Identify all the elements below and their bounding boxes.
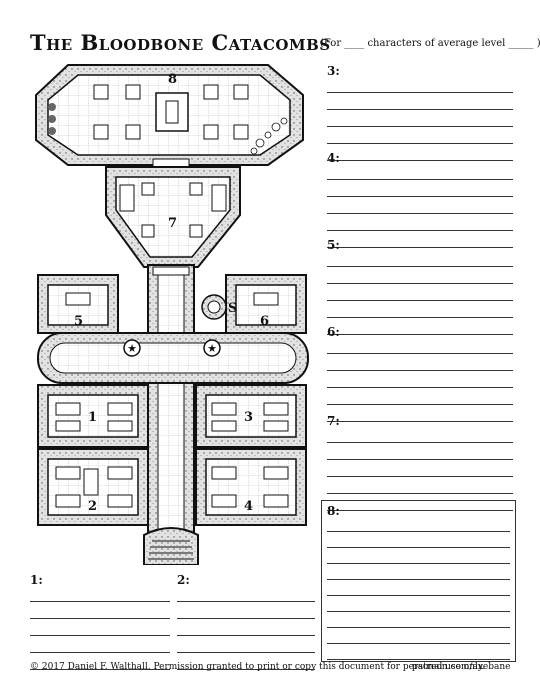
notes-room-6: 6: (327, 325, 513, 422)
patreon-link[interactable]: patreon.com/axebane (412, 662, 511, 672)
room-label-7: 7 (168, 216, 177, 231)
room-label-3: 3 (244, 410, 253, 425)
notes-room-1: 1: (30, 573, 170, 670)
notes-room-5: 5: (327, 238, 513, 335)
room-label-1: 1 (88, 410, 97, 425)
notes-room-8-box: 8: (321, 500, 516, 662)
notes-label-2: 2: (177, 573, 190, 587)
copyright-notice: © 2017 Daniel F. Walthall. Permission gr… (30, 662, 485, 672)
room-label-2: 2 (88, 499, 97, 514)
notes-label-1: 1: (30, 573, 43, 587)
notes-label-3: 3: (327, 64, 340, 78)
svg-text:★: ★ (127, 342, 137, 355)
notes-label-7: 7: (327, 414, 340, 428)
notes-label-5: 5: (327, 238, 340, 252)
dungeon-map: ★ ★ 8 7 5 6 S 1 3 2 4 (35, 64, 309, 565)
notes-room-2: 2: (177, 573, 315, 670)
party-size-note: (For ____ characters of average level __… (320, 38, 540, 49)
svg-text:★: ★ (207, 342, 217, 355)
notes-label-4: 4: (327, 151, 340, 165)
notes-room-4: 4: (327, 151, 513, 248)
notes-room-7: 7: (327, 414, 513, 511)
room-label-6: 6 (260, 314, 269, 329)
room-label-4: 4 (244, 499, 253, 514)
page-title: The Bloodbone Catacombs (30, 30, 331, 55)
room-label-5: 5 (74, 314, 83, 329)
room-label-s: S (228, 301, 237, 316)
notes-label-6: 6: (327, 325, 340, 339)
notes-label-8: 8: (327, 504, 340, 518)
notes-room-3: 3: (327, 64, 513, 161)
entrance-stairs (143, 527, 199, 565)
room-label-8: 8 (168, 72, 177, 87)
